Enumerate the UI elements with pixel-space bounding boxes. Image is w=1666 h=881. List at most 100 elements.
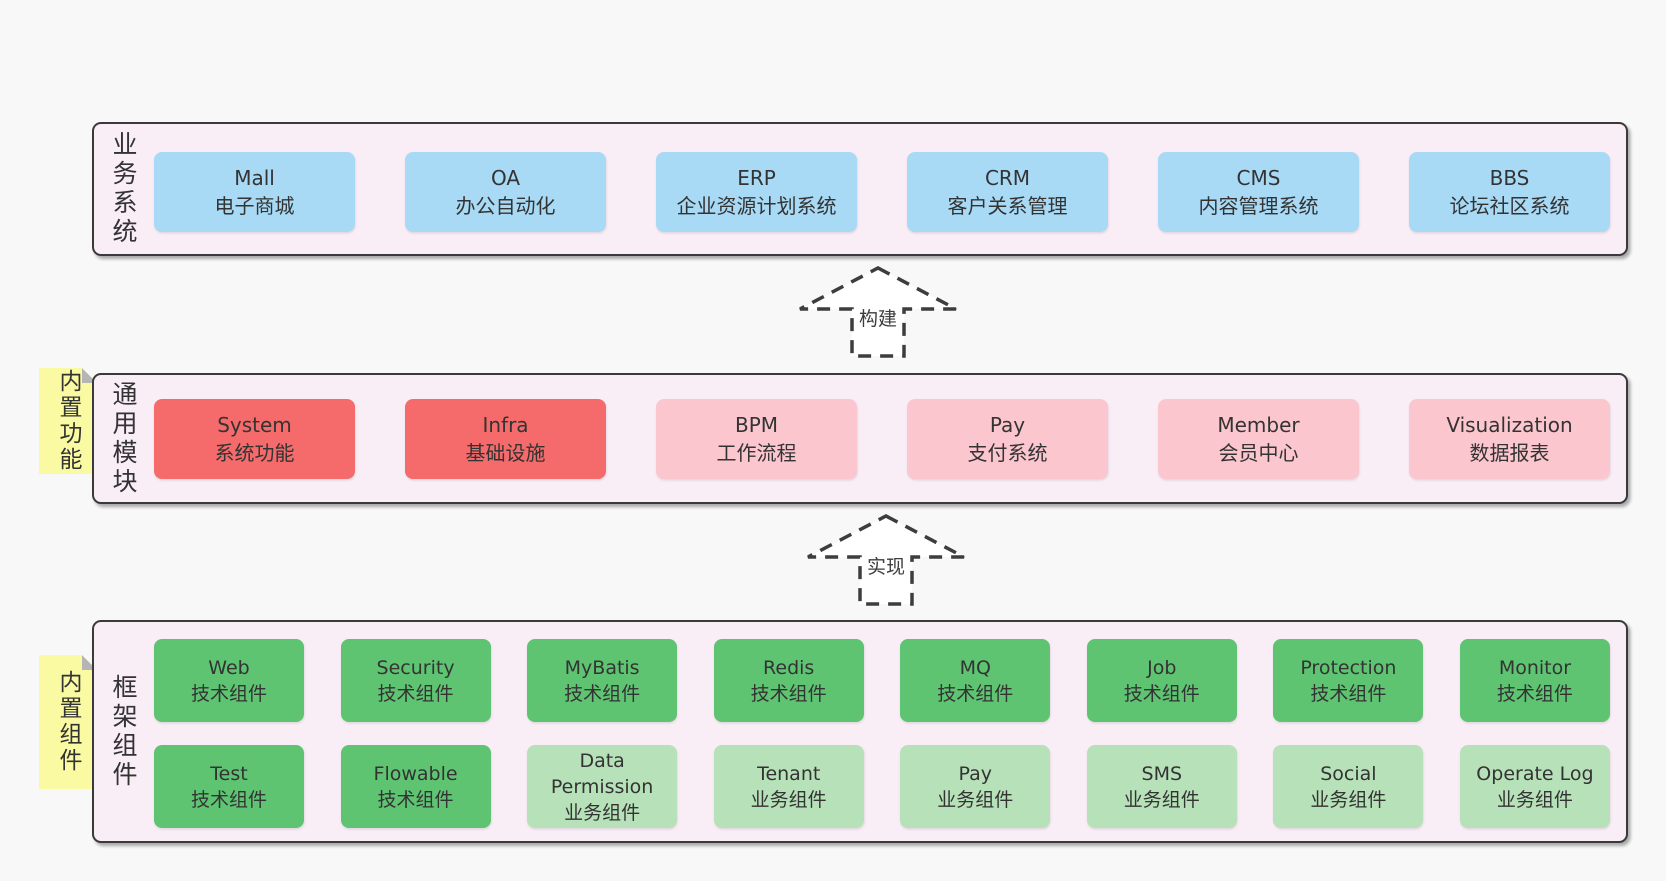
- box-name: Infra: [482, 413, 529, 437]
- box-name: Tenant: [757, 762, 821, 785]
- box-mq: MQ 技术组件: [900, 639, 1051, 722]
- box-desc: 办公自动化: [455, 194, 556, 218]
- box-pay-system: Pay 支付系统: [907, 399, 1108, 479]
- box-name: Security: [376, 656, 455, 679]
- box-desc: 电子商城: [214, 194, 295, 218]
- box-member: Member 会员中心: [1158, 399, 1359, 479]
- box-system: System 系统功能: [154, 399, 355, 479]
- box-desc: 工作流程: [716, 441, 797, 465]
- sticky-note-text: 内置功能: [55, 369, 81, 473]
- box-desc: 技术组件: [190, 788, 267, 811]
- box-name: BPM: [734, 413, 779, 437]
- box-name: Member: [1217, 413, 1300, 437]
- common-modules-row: System 系统功能 Infra 基础设施 BPM 工作流程 Pay 支付系统…: [154, 399, 1610, 479]
- box-name: Visualization: [1446, 413, 1573, 437]
- box-web: Web 技术组件: [154, 639, 304, 722]
- box-social: Social 业务组件: [1273, 745, 1424, 828]
- box-name: Monitor: [1498, 656, 1572, 679]
- box-name: MyBatis: [564, 656, 640, 679]
- box-name: SMS: [1141, 762, 1183, 785]
- box-name: Pay: [989, 413, 1026, 437]
- box-name: Redis: [763, 656, 815, 679]
- arrow-build: 构建: [793, 265, 963, 359]
- box-desc: 系统功能: [214, 441, 295, 465]
- box-desc: 技术组件: [937, 682, 1014, 705]
- box-name: Operate Log: [1476, 762, 1594, 785]
- box-name: BBS: [1489, 166, 1530, 190]
- box-bbs: BBS 论坛社区系统: [1409, 152, 1610, 232]
- box-desc: 客户关系管理: [947, 194, 1068, 218]
- box-test: Test 技术组件: [154, 745, 304, 828]
- box-visualization: Visualization 数据报表: [1409, 399, 1610, 479]
- box-desc: 业务组件: [750, 788, 827, 811]
- box-name: Social: [1320, 762, 1377, 785]
- box-pay-component: Pay 业务组件: [900, 745, 1051, 828]
- box-name: Protection: [1300, 656, 1397, 679]
- box-monitor: Monitor 技术组件: [1459, 639, 1610, 722]
- sticky-note-text: 内置组件: [55, 670, 81, 774]
- box-protection: Protection 技术组件: [1273, 639, 1424, 722]
- box-desc: 业务组件: [564, 801, 641, 824]
- box-name: Pay: [958, 762, 993, 785]
- box-desc: 内容管理系统: [1198, 194, 1319, 218]
- box-data-permission: Data Permission 业务组件: [527, 745, 678, 828]
- layer-framework-components: 框架组件 Web 技术组件 Security 技术组件 MyBatis 技术组件…: [92, 620, 1628, 843]
- box-name: Mall: [234, 166, 275, 190]
- box-desc: 技术组件: [750, 682, 827, 705]
- business-systems-row: Mall 电子商城 OA 办公自动化 ERP 企业资源计划系统 CRM 客户关系…: [154, 152, 1610, 232]
- sticky-note-builtin-features: 内置功能: [39, 368, 97, 474]
- box-desc: 技术组件: [190, 682, 267, 705]
- box-desc: 技术组件: [1123, 682, 1200, 705]
- box-mall: Mall 电子商城: [154, 152, 355, 232]
- box-oa: OA 办公自动化: [405, 152, 606, 232]
- box-name: System: [217, 413, 292, 437]
- box-bpm: BPM 工作流程: [656, 399, 857, 479]
- framework-components-row-2: Test 技术组件 Flowable 技术组件 Data Permission …: [154, 745, 1610, 828]
- layer-framework-components-label: 框架组件: [109, 673, 138, 790]
- box-desc: 基础设施: [465, 441, 546, 465]
- box-erp: ERP 企业资源计划系统: [656, 152, 857, 232]
- box-desc: 数据报表: [1469, 441, 1550, 465]
- box-crm: CRM 客户关系管理: [907, 152, 1108, 232]
- box-sms: SMS 业务组件: [1086, 745, 1237, 828]
- box-redis: Redis 技术组件: [713, 639, 864, 722]
- box-name: Flowable: [373, 762, 458, 785]
- box-job: Job 技术组件: [1086, 639, 1237, 722]
- box-name: ERP: [737, 166, 776, 190]
- box-desc: 论坛社区系统: [1449, 194, 1570, 218]
- box-name: Job: [1147, 656, 1177, 679]
- box-desc: 业务组件: [1123, 788, 1200, 811]
- box-desc: 会员中心: [1218, 441, 1299, 465]
- box-desc: 技术组件: [1310, 682, 1387, 705]
- layer-business-systems: 业务系统 Mall 电子商城 OA 办公自动化 ERP 企业资源计划系统 CRM…: [92, 122, 1628, 256]
- box-desc: 技术组件: [564, 682, 641, 705]
- arrow-implement: 实现: [801, 513, 971, 607]
- box-tenant: Tenant 业务组件: [713, 745, 864, 828]
- sticky-note-builtin-components: 内置组件: [39, 655, 97, 789]
- box-operate-log: Operate Log 业务组件: [1459, 745, 1610, 828]
- box-name: MQ: [959, 656, 991, 679]
- box-flowable: Flowable 技术组件: [340, 745, 491, 828]
- box-desc: 技术组件: [377, 682, 454, 705]
- layer-common-modules-label: 通用模块: [109, 380, 138, 497]
- framework-components-row-1: Web 技术组件 Security 技术组件 MyBatis 技术组件 Redi…: [154, 639, 1610, 722]
- box-desc: 业务组件: [1310, 788, 1387, 811]
- box-desc: 企业资源计划系统: [676, 194, 837, 218]
- box-mybatis: MyBatis 技术组件: [527, 639, 678, 722]
- box-desc: 业务组件: [937, 788, 1014, 811]
- box-name: OA: [490, 166, 521, 190]
- box-name: Web: [208, 656, 250, 679]
- box-desc: 技术组件: [1496, 682, 1573, 705]
- box-infra: Infra 基础设施: [405, 399, 606, 479]
- box-name: Data Permission: [550, 749, 654, 798]
- box-desc: 支付系统: [967, 441, 1048, 465]
- box-cms: CMS 内容管理系统: [1158, 152, 1359, 232]
- box-desc: 技术组件: [377, 788, 454, 811]
- arrow-implement-label: 实现: [863, 552, 909, 579]
- box-name: CMS: [1236, 166, 1281, 190]
- box-name: Test: [210, 762, 248, 785]
- arrow-build-label: 构建: [855, 304, 901, 331]
- layer-business-systems-label: 业务系统: [109, 131, 138, 247]
- box-desc: 业务组件: [1496, 788, 1573, 811]
